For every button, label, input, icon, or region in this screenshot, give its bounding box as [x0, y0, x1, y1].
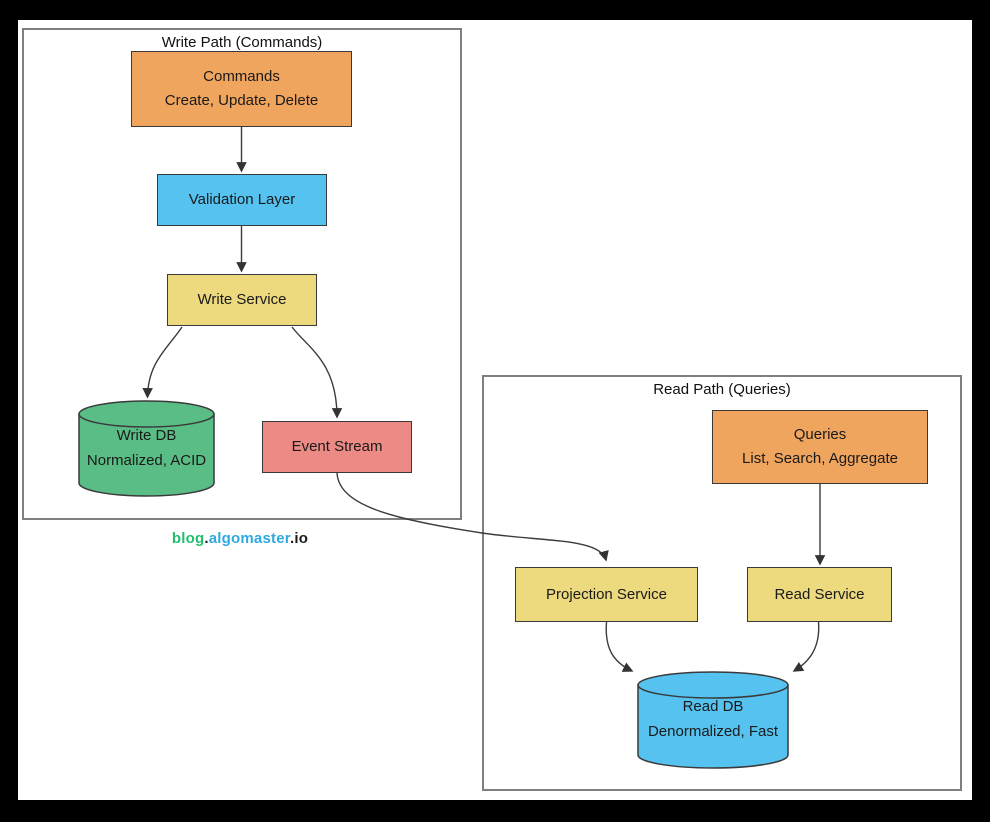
commands-title: Commands [203, 68, 280, 85]
queries-node: Queries List, Search, Aggregate [712, 410, 928, 484]
read-db-label: Read DB Denormalized, Fast [638, 683, 788, 755]
write-db-title: Write DB [116, 427, 177, 444]
watermark-site: algomaster [208, 530, 290, 547]
event-stream-title: Event Stream [291, 438, 383, 455]
watermark-blog: blog [171, 530, 205, 547]
read-path-title: Read Path (Queries) [653, 381, 791, 398]
projection-service-node: Projection Service [515, 567, 698, 622]
read-db-subtitle: Denormalized, Fast [647, 723, 779, 740]
projection-service-title: Projection Service [546, 585, 667, 603]
watermark-dot: . [204, 530, 209, 547]
event-stream-node: Event Stream [262, 421, 412, 473]
read-db-title: Read DB [682, 698, 744, 715]
commands-node: Commands Create, Update, Delete [131, 51, 352, 127]
write-db-subtitle: Normalized, ACID [86, 452, 207, 469]
watermark-tld: .io [289, 530, 309, 547]
read-service-node: Read Service [747, 567, 892, 622]
watermark: blog.algomaster.io [100, 530, 380, 547]
write-db-label: Write DB Normalized, ACID [79, 412, 214, 484]
write-service-node: Write Service [167, 274, 317, 326]
queries-title: Queries [793, 426, 847, 443]
validation-layer-title: Validation Layer [188, 191, 296, 208]
commands-subtitle: Create, Update, Delete [164, 92, 319, 109]
write-path-title: Write Path (Commands) [161, 34, 323, 51]
write-service-title: Write Service [197, 291, 287, 308]
queries-subtitle: List, Search, Aggregate [742, 450, 898, 467]
read-service-title: Read Service [774, 585, 865, 603]
validation-layer-node: Validation Layer [157, 174, 327, 226]
